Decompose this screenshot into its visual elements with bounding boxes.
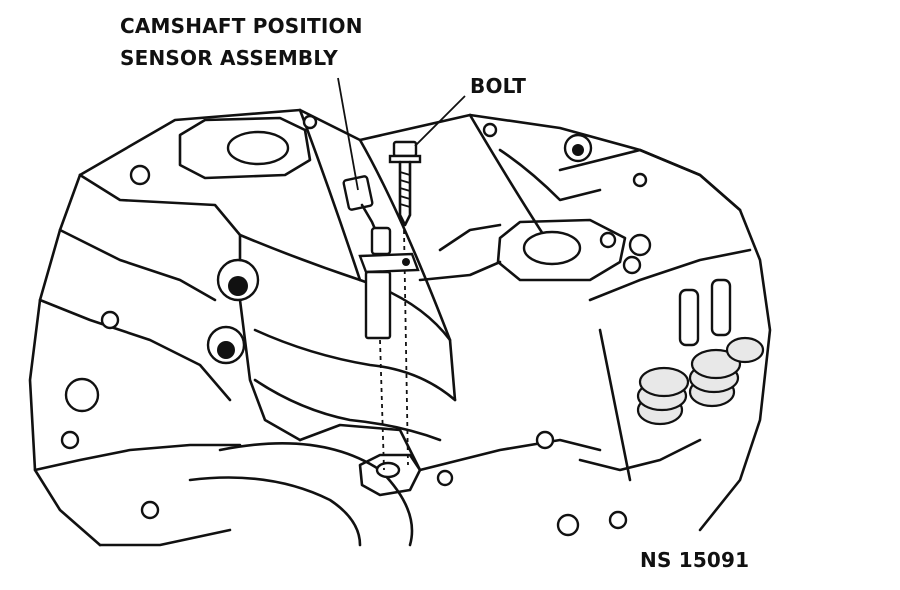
valve-springs [622, 233, 765, 426]
sensor-label-line1: CAMSHAFT POSITION [120, 14, 363, 38]
intake-port-top-left [178, 116, 312, 180]
alignment-line-bolt [403, 229, 409, 466]
timing-cover [188, 423, 602, 547]
figure-code: NS 15091 [640, 548, 750, 572]
camshaft-position-sensor [342, 175, 420, 340]
port-flange-right [496, 218, 627, 282]
sensor-mount-boss [358, 453, 422, 497]
leader-line-bolt [414, 95, 466, 147]
bolt-holes [60, 114, 648, 537]
sensor-label-line2: SENSOR ASSEMBLY [120, 46, 338, 70]
bolt [388, 140, 422, 227]
alignment-line-sensor [379, 339, 385, 471]
cylinder-head-right [418, 148, 772, 532]
intake-manifold [238, 108, 602, 442]
leader-line-sensor [337, 77, 359, 191]
bolt-label: BOLT [470, 74, 527, 98]
